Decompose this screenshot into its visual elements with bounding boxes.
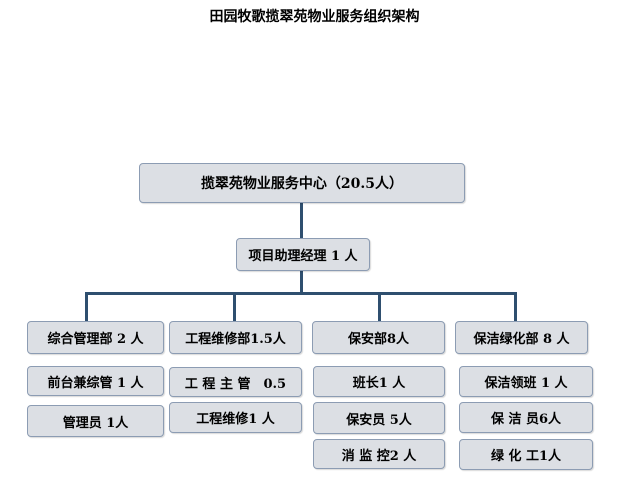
connector-dept-3 (378, 292, 381, 322)
staff-front-desk: 前台兼综管 1 人 (27, 366, 164, 396)
dept-general-admin: 综合管理部 2 人 (27, 321, 164, 354)
dept-cleaning-greening: 保洁绿化部 8 人 (455, 321, 588, 354)
chart-title: 田园牧歌揽翠苑物业服务组织架构 (209, 9, 420, 25)
dept-engineering: 工程维修部1.5人 (169, 321, 302, 354)
staff-cleaning-foreman: 保洁领班 1 人 (459, 366, 593, 397)
staff-engineering-supervisor: 工 程 主 管 0.5 (169, 367, 302, 397)
staff-security-guard: 保安员 5人 (313, 402, 445, 434)
connector-manager-bus (300, 270, 303, 294)
dept-security: 保安部8人 (312, 321, 445, 354)
connector-dept-2 (233, 292, 236, 322)
staff-engineering-repair: 工程维修1 人 (169, 402, 302, 433)
staff-gardener: 绿 化 工1人 (459, 439, 593, 470)
connector-dept-1 (85, 292, 88, 322)
staff-squad-leader: 班长1 人 (313, 366, 445, 397)
staff-fire-monitor: 消 监 控2 人 (313, 439, 445, 469)
manager-node: 项目助理经理 1 人 (236, 238, 370, 271)
connector-horizontal-bus (85, 292, 517, 295)
connector-dept-4 (514, 292, 517, 322)
connector-root-manager (300, 202, 303, 238)
root-node: 揽翠苑物业服务中心（20.5人） (139, 163, 465, 203)
staff-administrator: 管理员 1人 (27, 405, 164, 437)
staff-cleaner: 保 洁 员6人 (459, 402, 593, 433)
